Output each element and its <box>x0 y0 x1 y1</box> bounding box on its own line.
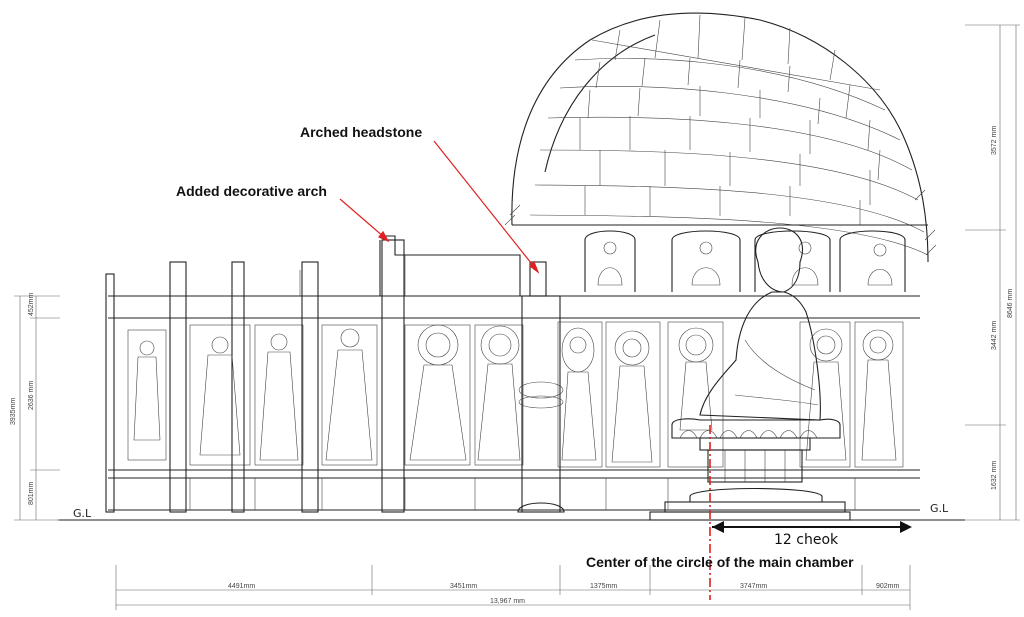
niche-figure <box>597 241 893 286</box>
ground-level-right: G.L <box>930 502 949 515</box>
right-dim-top: 3572 mm <box>991 126 998 155</box>
ground-level-left: G.L <box>73 507 92 520</box>
main-buddha-statue <box>649 227 851 521</box>
right-vertical-dimensions: 8646 mm 3572 mm 3442 mm 1632 mm <box>965 24 1020 521</box>
dim-seg3: 1375mm <box>590 583 617 590</box>
left-dim-total: 3935mm <box>10 398 17 425</box>
twelve-cheok-arrow: 12 cheok <box>712 521 912 548</box>
dim-seg1: 4491mm <box>228 583 255 590</box>
annotation-arrows <box>339 140 540 274</box>
relief-figures <box>133 324 897 463</box>
horizontal-dimensions: 4491mm 3451mm 1375mm 3747mm 902mm 13,967… <box>115 565 911 610</box>
center-circle-label: Center of the circle of the main chamber <box>586 554 854 570</box>
dim-seg4: 3747mm <box>740 583 767 590</box>
left-dim-top: 452mm <box>28 292 35 316</box>
dim-seg2: 3451mm <box>450 583 477 590</box>
upper-niches <box>512 224 928 292</box>
dim-total: 13,967 mm <box>490 598 525 605</box>
left-dim-middle: 2636 mm <box>28 381 35 410</box>
dim-seg5: 902mm <box>876 583 900 590</box>
added-decorative-arch-label: Added decorative arch <box>176 183 327 199</box>
right-dim-middle: 3442 mm <box>991 321 998 350</box>
main-wall <box>58 235 965 521</box>
left-vertical-dimensions: 3935mm 452mm 2636 mm 801mm <box>10 292 60 521</box>
twelve-cheok-label: 12 cheok <box>774 532 839 548</box>
arched-headstone-label: Arched headstone <box>300 124 422 140</box>
left-dim-bottom: 801mm <box>28 481 35 505</box>
pillars <box>105 239 565 513</box>
dome <box>504 12 937 263</box>
right-dim-total: 8646 mm <box>1007 289 1014 318</box>
right-dim-bottom: 1632 mm <box>991 461 998 490</box>
